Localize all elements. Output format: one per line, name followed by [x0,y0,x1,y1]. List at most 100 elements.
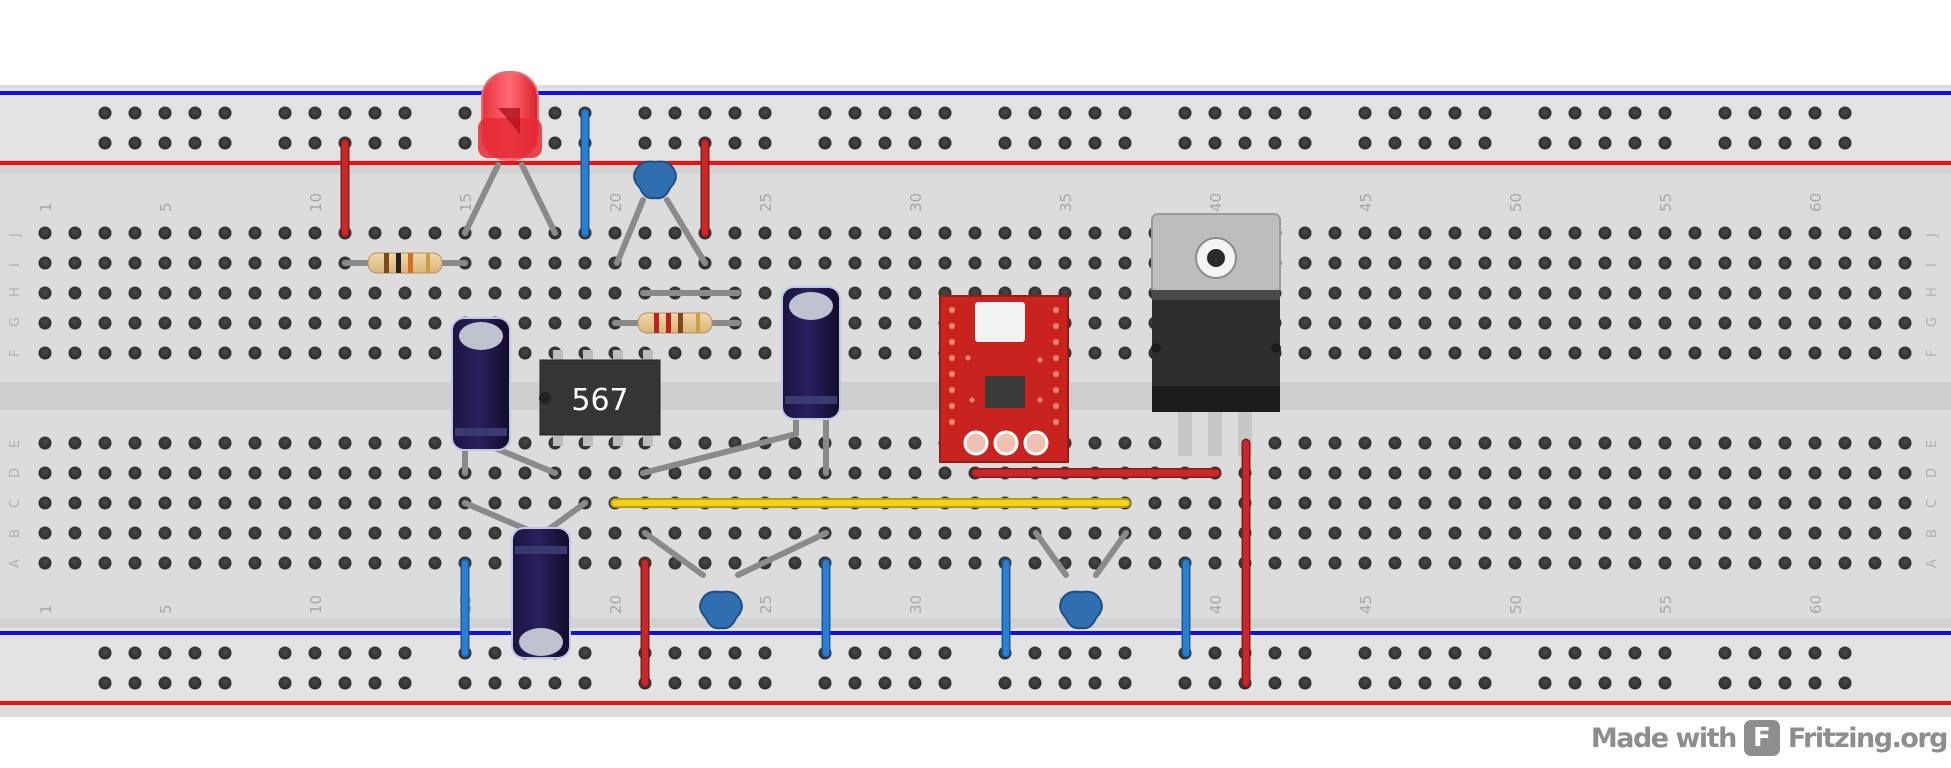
breadboard-hole [1388,256,1402,270]
breadboard-hole [728,646,742,660]
breadboard-hole [428,226,442,240]
breadboard-hole [188,526,202,540]
breadboard-hole [1838,136,1852,150]
row-label: A [8,559,23,568]
breadboard-hole [38,346,52,360]
breadboard-hole [1148,556,1162,570]
breadboard-hole [1778,256,1792,270]
breadboard-hole [1568,526,1582,540]
cap5-leg-b [735,530,829,578]
breadboard-hole [158,346,172,360]
breadboard-hole [38,436,52,450]
breadboard-hole [218,556,232,570]
breadboard-hole [1178,496,1192,510]
breadboard-hole [1478,556,1492,570]
breadboard-hole [1628,136,1642,150]
jumper-ic-cap [640,431,799,476]
resistor-band [678,313,683,333]
breadboard-hole [338,436,352,450]
breadboard-hole [1538,496,1552,510]
breadboard-hole [1718,496,1732,510]
breadboard-hole [458,286,472,300]
breadboard-hole [998,226,1012,240]
breadboard-hole [1718,226,1732,240]
breadboard-hole [98,466,112,480]
breadboard-hole [1598,646,1612,660]
row-label: H [1925,287,1940,297]
breadboard-hole [128,136,142,150]
breadboard-hole [188,346,202,360]
breadboard-hole [1388,346,1402,360]
breadboard-hole [1598,496,1612,510]
breadboard-hole [1088,556,1102,570]
breadboard-hole [1628,286,1642,300]
breadboard-hole [1628,436,1642,450]
breadboard-hole [1418,226,1432,240]
breadboard-hole [848,556,862,570]
breadboard-hole [488,256,502,270]
row-label: E [8,440,23,448]
lower-divider [0,618,1951,628]
breadboard-hole [1358,256,1372,270]
breadboard-hole [1148,436,1162,450]
breadboard-hole [578,526,592,540]
breadboard-hole [128,346,142,360]
breadboard-hole [1508,286,1522,300]
breadboard-hole [1388,526,1402,540]
breadboard-hole [1568,496,1582,510]
breadboard-hole [398,286,412,300]
breadboard-hole [998,136,1012,150]
breadboard-hole [308,556,322,570]
col-label: 30 [907,595,925,614]
breadboard-hole [218,256,232,270]
breadboard-hole [188,676,202,690]
breadboard-hole [758,226,772,240]
breadboard-hole [758,346,772,360]
breadboard-hole [878,256,892,270]
top-rail-strip [0,88,1951,160]
col-label: 60 [1807,193,1825,212]
breadboard-hole [788,466,802,480]
ic-notch [539,392,551,404]
breadboard-hole [1118,256,1132,270]
reg-notch [1271,343,1281,353]
breadboard-hole [1778,646,1792,660]
breadboard-hole [1508,256,1522,270]
breadboard-hole [728,106,742,120]
breadboard-hole [1568,466,1582,480]
breadboard-hole [1778,496,1792,510]
breadboard-hole [458,676,472,690]
breadboard-hole [908,106,922,120]
breadboard-hole [1538,646,1552,660]
breadboard-hole [1448,466,1462,480]
col-label: 55 [1657,595,1675,614]
row-label: B [8,529,23,538]
breadboard-hole [1418,106,1432,120]
breadboard-hole [218,526,232,540]
breadboard-hole [278,676,292,690]
breadboard-hole [908,436,922,450]
ic-body [539,359,661,436]
breadboard-hole [38,496,52,510]
breadboard-hole [1208,136,1222,150]
breadboard-hole [1028,256,1042,270]
breadboard-hole [368,466,382,480]
breadboard-hole [338,466,352,480]
breadboard-hole [38,256,52,270]
resistor-band [666,313,671,333]
cap6-leg-b [1093,530,1129,578]
breadboard-hole [1208,106,1222,120]
breadboard-hole [908,676,922,690]
resistor-body [367,252,443,274]
breadboard-hole [38,286,52,300]
breadboard-hole [428,496,442,510]
breadboard-hole [158,466,172,480]
breadboard-hole [1058,256,1072,270]
electrolytic-capacitor-2 [781,286,841,420]
breadboard-hole [1298,436,1312,450]
breadboard-hole [1388,496,1402,510]
breadboard-hole [1118,226,1132,240]
breadboard-hole [1178,676,1192,690]
cap3-leg-b [492,445,558,476]
row-label: C [1925,499,1940,508]
